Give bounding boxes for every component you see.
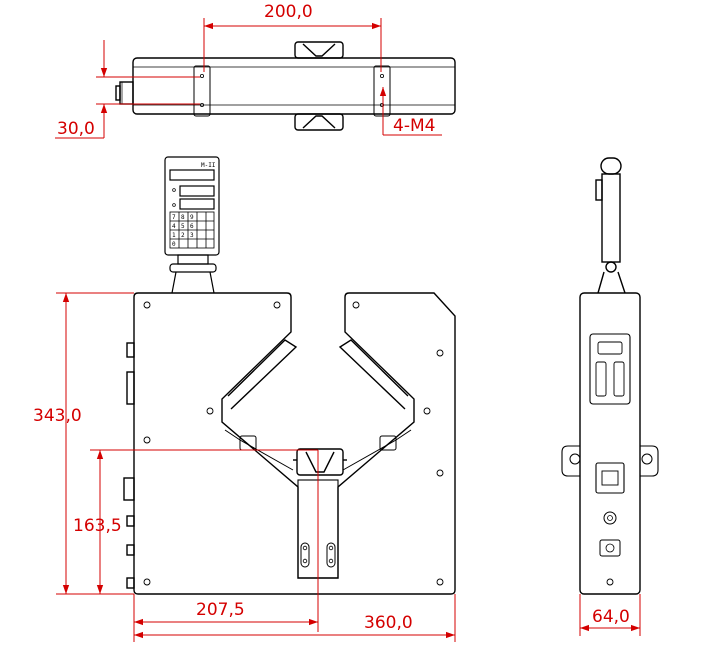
dim-top-height: 30,0 (57, 119, 95, 139)
key-2: 2 (181, 232, 185, 239)
key-0: 0 (172, 241, 176, 248)
front-view-screws (143, 301, 444, 586)
keypad-unit (164, 156, 220, 294)
dim-front-width: 360,0 (364, 613, 413, 633)
dim-thread: 4-M4 (393, 116, 435, 136)
side-view-dimensions (579, 594, 641, 636)
front-view (123, 292, 456, 595)
dim-top-width: 200,0 (264, 2, 313, 22)
key-5: 5 (181, 223, 185, 230)
key-8: 8 (181, 214, 185, 221)
key-4: 4 (172, 223, 176, 230)
key-7: 7 (172, 214, 176, 221)
key-9: 9 (190, 214, 194, 221)
dim-front-center-width: 207,5 (196, 600, 245, 620)
key-6: 6 (190, 223, 194, 230)
dim-side-width: 64,0 (592, 607, 630, 627)
top-view (115, 41, 456, 131)
front-view-dimensions (56, 292, 456, 642)
top-view-dimensions (55, 18, 442, 139)
keypad-brand: M-II (201, 162, 216, 169)
key-3: 3 (190, 232, 194, 239)
key-1: 1 (172, 232, 176, 239)
dim-front-height: 343,0 (33, 406, 82, 426)
keypad-keys: 7 8 9 4 5 6 1 2 3 0 (172, 214, 194, 248)
side-view (561, 157, 659, 595)
dim-front-center-height: 163,5 (73, 516, 122, 536)
